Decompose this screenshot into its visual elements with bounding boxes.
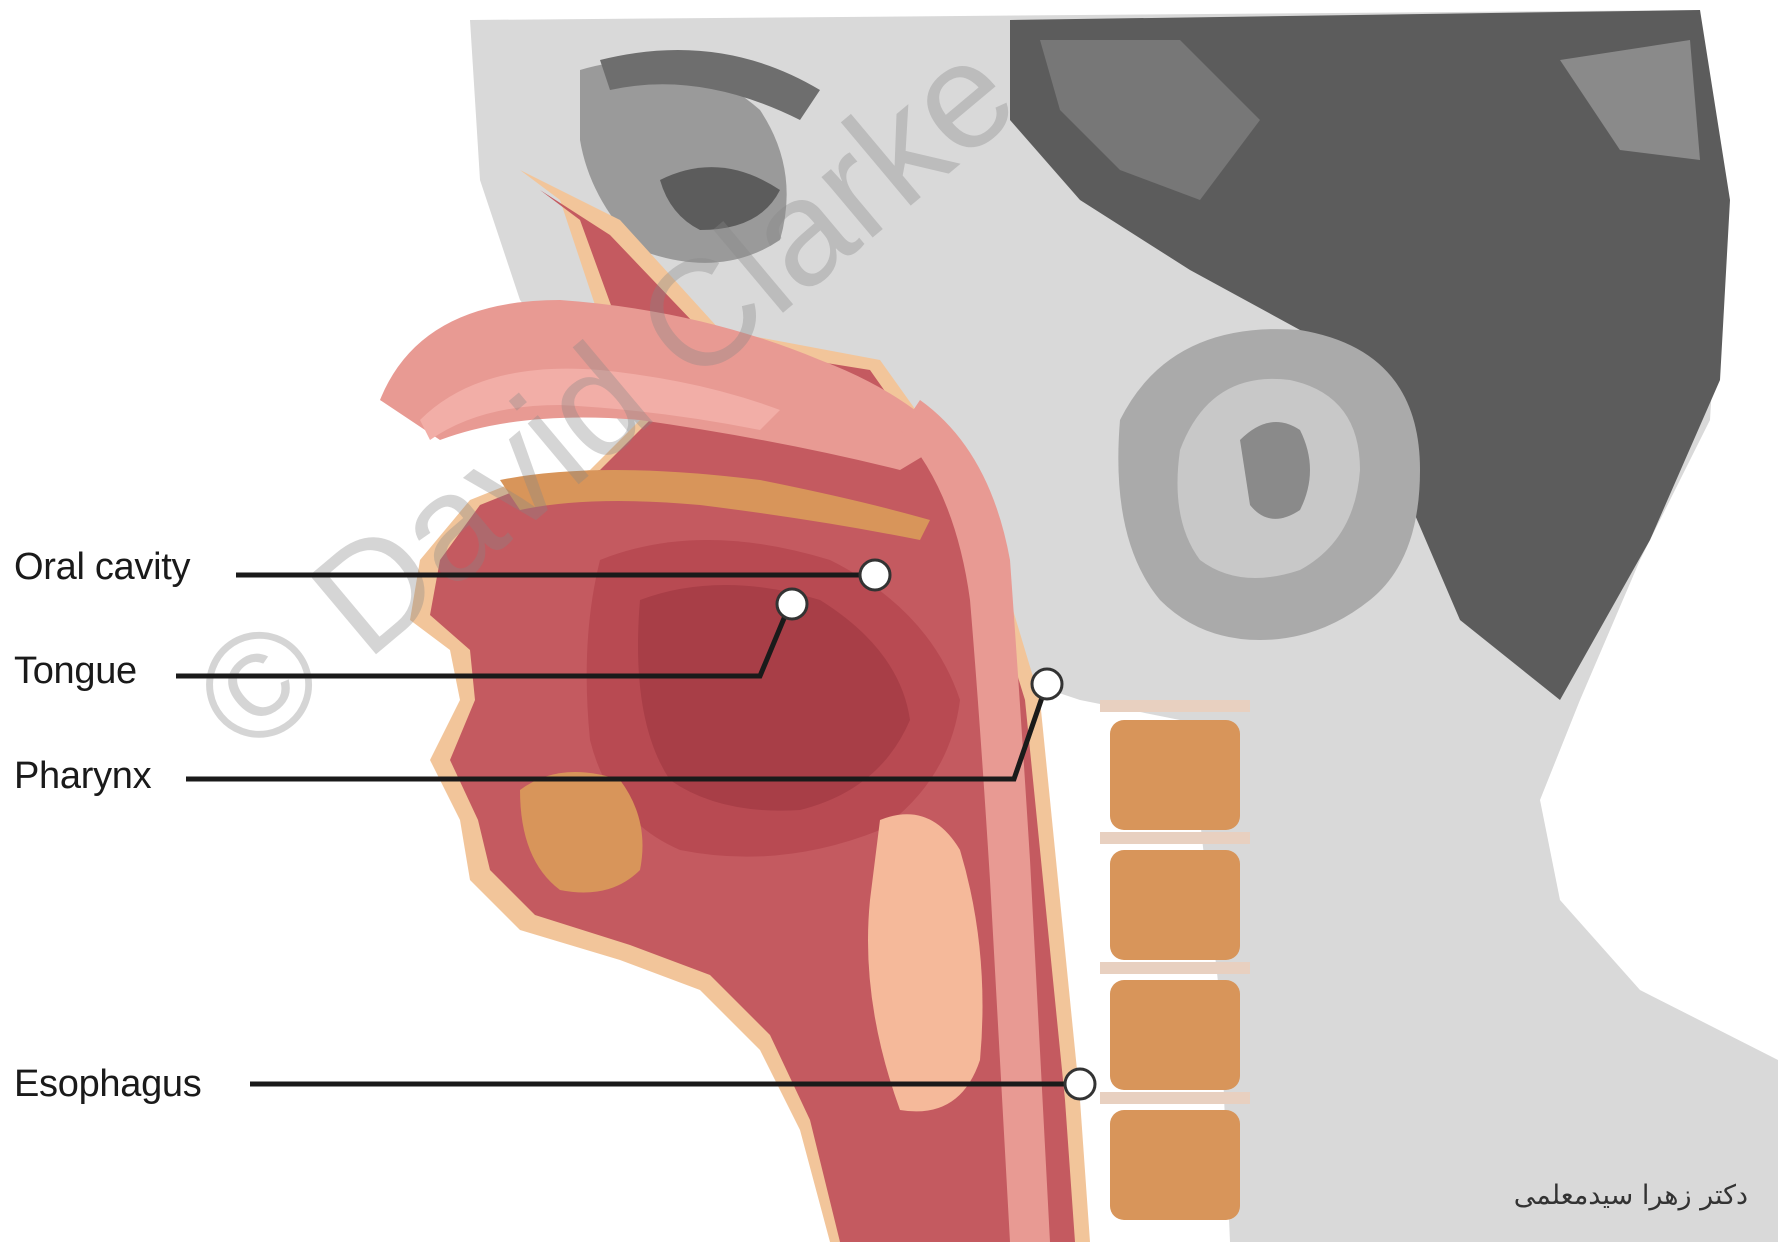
label-pharynx: Pharynx: [14, 757, 151, 795]
label-oral-cavity: Oral cavity: [14, 548, 190, 586]
dot-tongue: [777, 589, 807, 619]
dot-esophagus: [1065, 1069, 1095, 1099]
label-esophagus: Esophagus: [14, 1065, 201, 1103]
dot-oral-cavity: [860, 560, 890, 590]
author-credit: دکتر زهرا سیدمعلمی: [1514, 1180, 1748, 1211]
label-tongue: Tongue: [14, 652, 137, 690]
dot-pharynx: [1032, 669, 1062, 699]
